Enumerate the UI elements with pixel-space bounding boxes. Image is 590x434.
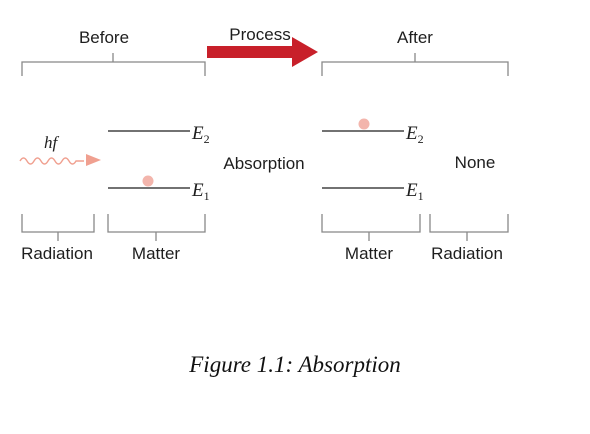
energy-label-lower-after: E1 — [405, 180, 424, 203]
photon-label: hf — [44, 133, 60, 152]
energy-label-lower-before: E1 — [191, 180, 210, 203]
energy-label-upper-before: E2 — [191, 123, 210, 146]
electron-dot-after — [358, 118, 370, 130]
radiation-before-label: Radiation — [21, 244, 93, 263]
matter-after-bracket — [321, 214, 421, 241]
after-heading: After — [397, 28, 433, 47]
photon-arrowhead-icon — [86, 154, 101, 166]
radiation-after-label: Radiation — [431, 244, 503, 263]
matter-after-label: Matter — [345, 244, 394, 263]
process-arrow-icon — [207, 37, 318, 67]
after-bracket — [321, 53, 509, 76]
process-heading: Process — [229, 25, 290, 44]
matter-before-label: Matter — [132, 244, 181, 263]
before-bracket — [21, 53, 206, 76]
electron-dot-before — [142, 175, 154, 187]
photon-wave-icon — [19, 157, 84, 165]
absorption-label: Absorption — [223, 154, 304, 173]
figure-caption: Figure 1.1: Absorption — [189, 352, 401, 377]
before-heading: Before — [79, 28, 129, 47]
radiation-after-bracket — [429, 214, 509, 241]
matter-before-bracket — [107, 214, 206, 241]
energy-label-upper-after: E2 — [405, 123, 424, 146]
radiation-before-bracket — [21, 214, 95, 241]
none-label: None — [455, 153, 496, 172]
